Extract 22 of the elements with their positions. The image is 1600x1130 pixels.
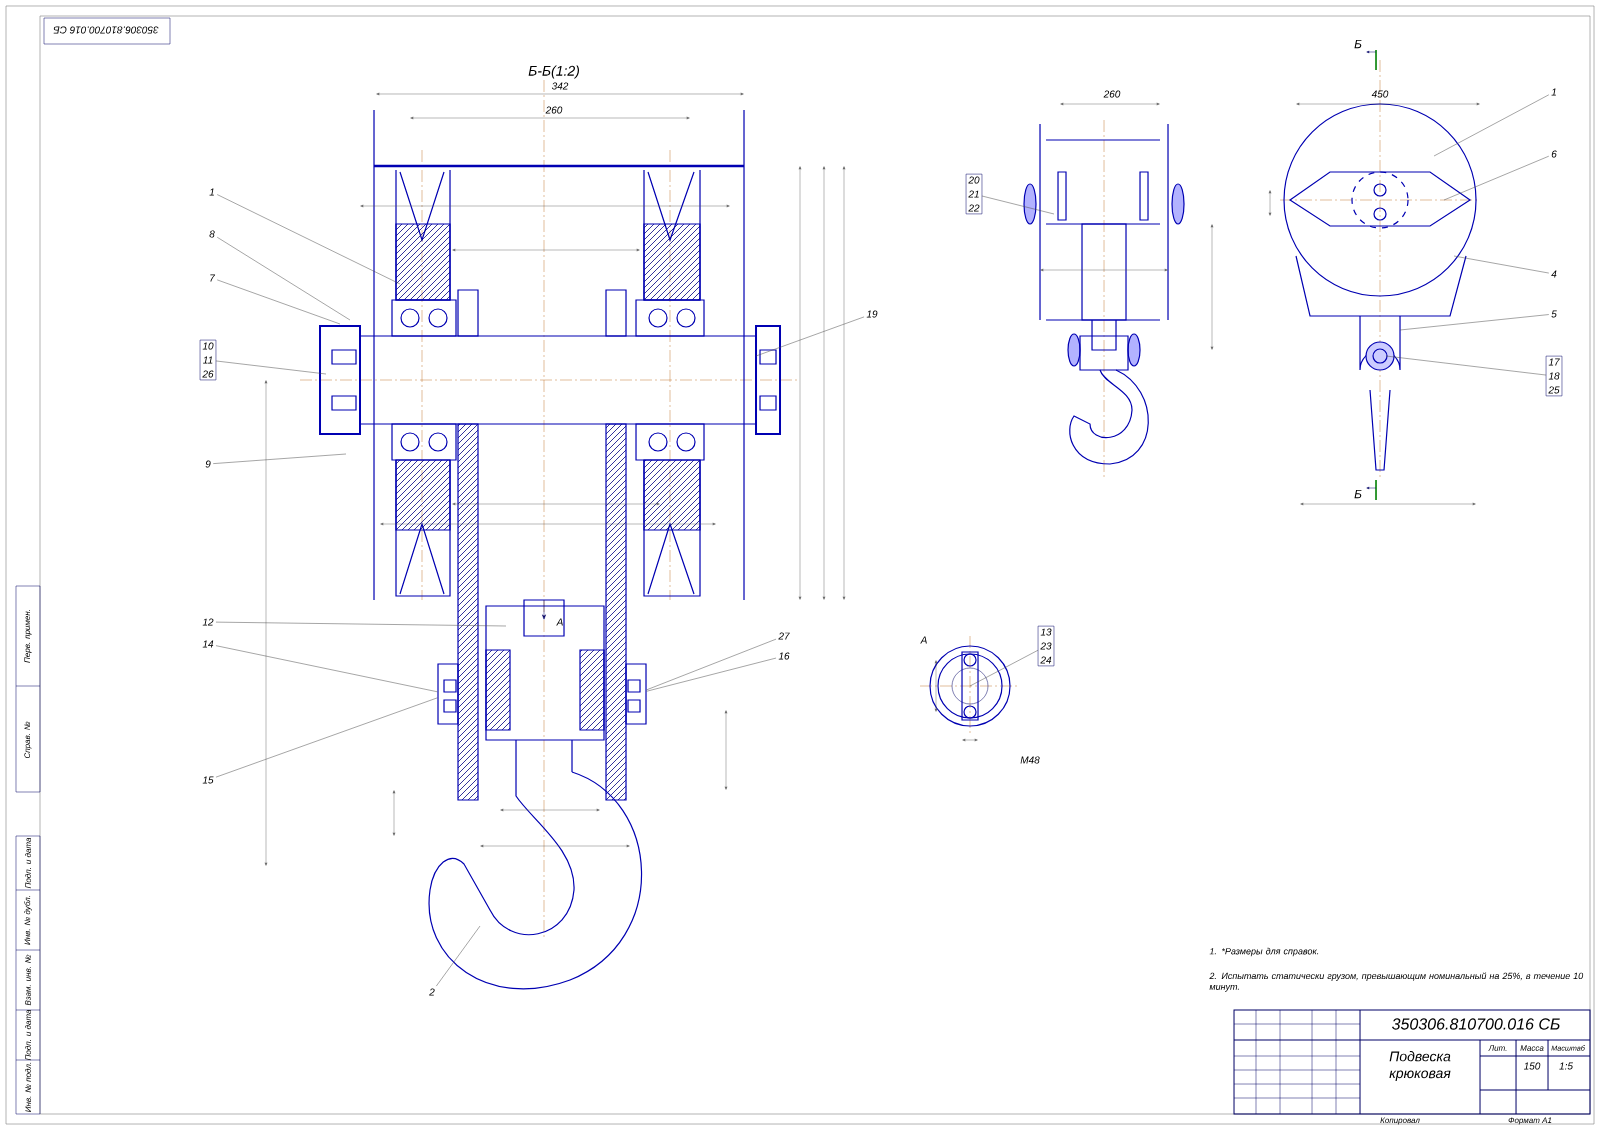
leader-line (216, 194, 401, 285)
leader-line (215, 645, 438, 693)
leader-line (215, 697, 438, 778)
leader-line (646, 657, 777, 692)
leader-line (216, 237, 351, 321)
part-box (437, 663, 459, 725)
part-box (625, 663, 647, 725)
leader-line (215, 360, 327, 375)
leader-line (981, 195, 1055, 215)
leader-line (1443, 155, 1550, 201)
leader-line (216, 279, 341, 325)
leader-line (1399, 314, 1550, 331)
leader-line (969, 649, 1039, 687)
leader-line (755, 316, 865, 357)
leader-line (1433, 94, 1550, 157)
drawing-number: 350306.810700.016 СБ (1392, 1018, 1560, 1030)
leader-line (215, 621, 507, 627)
leader-line (436, 925, 481, 987)
leader-line (212, 453, 347, 464)
leader-line (1385, 355, 1547, 376)
leader-line (646, 638, 777, 691)
leader-line (1453, 255, 1550, 274)
